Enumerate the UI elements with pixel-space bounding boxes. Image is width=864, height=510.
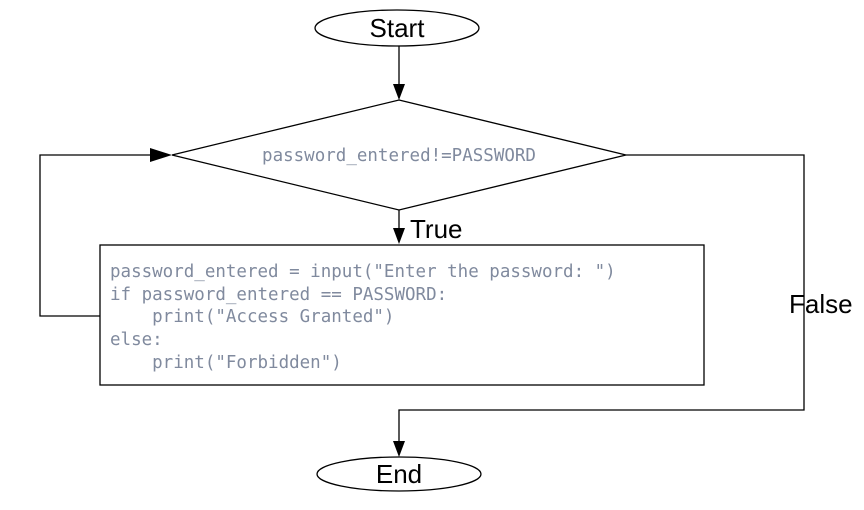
edge-loop-back [39,154,156,317]
edge-decision-to-end [398,154,805,443]
arrowhead-start-to-decision [393,84,405,100]
process-box [99,244,705,386]
arrowhead-decision-to-process [393,228,405,244]
arrowhead-loop-back [150,148,172,162]
true-label: True [410,214,463,244]
code-line-1: password_entered = input("Enter the pass… [110,262,616,282]
start-node: Start [314,9,480,47]
end-label: End [376,459,422,489]
decision-node: password_entered!=PASSWORD [171,99,627,211]
arrowhead-decision-to-end [393,441,405,457]
code-line-3: print("Access Granted") [110,307,394,327]
code-line-4: else: [110,330,163,350]
decision-label: password_entered!=PASSWORD [262,146,536,166]
code-line-2: if password_entered == PASSWORD: [110,285,447,305]
end-ellipse [316,456,482,492]
process-node: password_entered = input("Enter the pass… [99,244,705,386]
end-node: End [316,456,482,492]
false-label: False [789,289,853,319]
start-label: Start [370,13,426,43]
start-ellipse [314,9,480,47]
code-line-5: print("Forbidden") [110,353,342,373]
